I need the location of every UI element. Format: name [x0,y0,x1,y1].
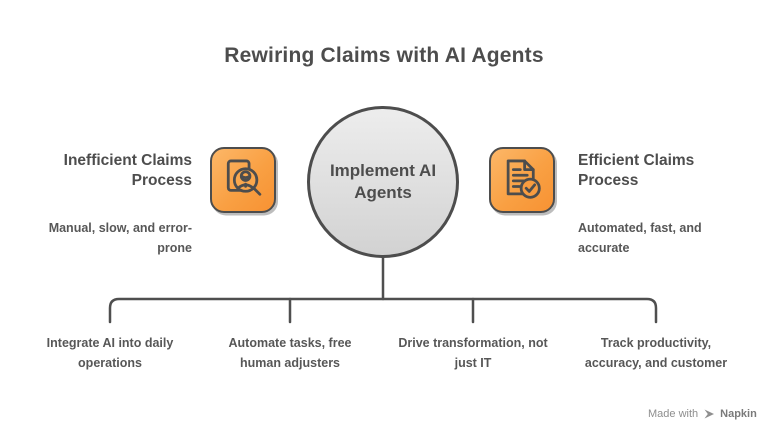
inefficient-claims-icon-tile [210,147,276,213]
inefficient-claims-heading: Inefficient Claims Process [63,152,192,189]
claims-document-check-icon [506,159,541,199]
claims-review-magnifier-icon [226,159,262,196]
center-node-implement-ai-agents: Implement AI Agents [307,106,459,258]
made-with-label: Made with [648,408,699,420]
napkin-brand-label: Napkin [720,408,757,420]
center-node-label: Implement AI Agents [329,161,437,202]
branch-label-integrate-ai: Integrate AI into daily operations [46,336,174,370]
efficient-claims-icon-tile [489,147,555,213]
napkin-logo-icon [704,409,715,419]
efficient-claims-description: Automated, fast, and accurate [578,221,702,255]
branch-label-track-productivity: Track productivity, accuracy, and custom… [584,336,728,370]
diagram-title: Rewiring Claims with AI Agents [224,44,544,67]
made-with-napkin-badge[interactable]: Made with Napkin [648,408,757,420]
efficient-claims-heading: Efficient Claims Process [578,152,695,189]
inefficient-claims-description: Manual, slow, and error-prone [48,221,192,255]
branch-label-automate-tasks: Automate tasks, free human adjusters [228,336,352,370]
branch-label-drive-transformation: Drive transformation, not just IT [398,336,548,370]
